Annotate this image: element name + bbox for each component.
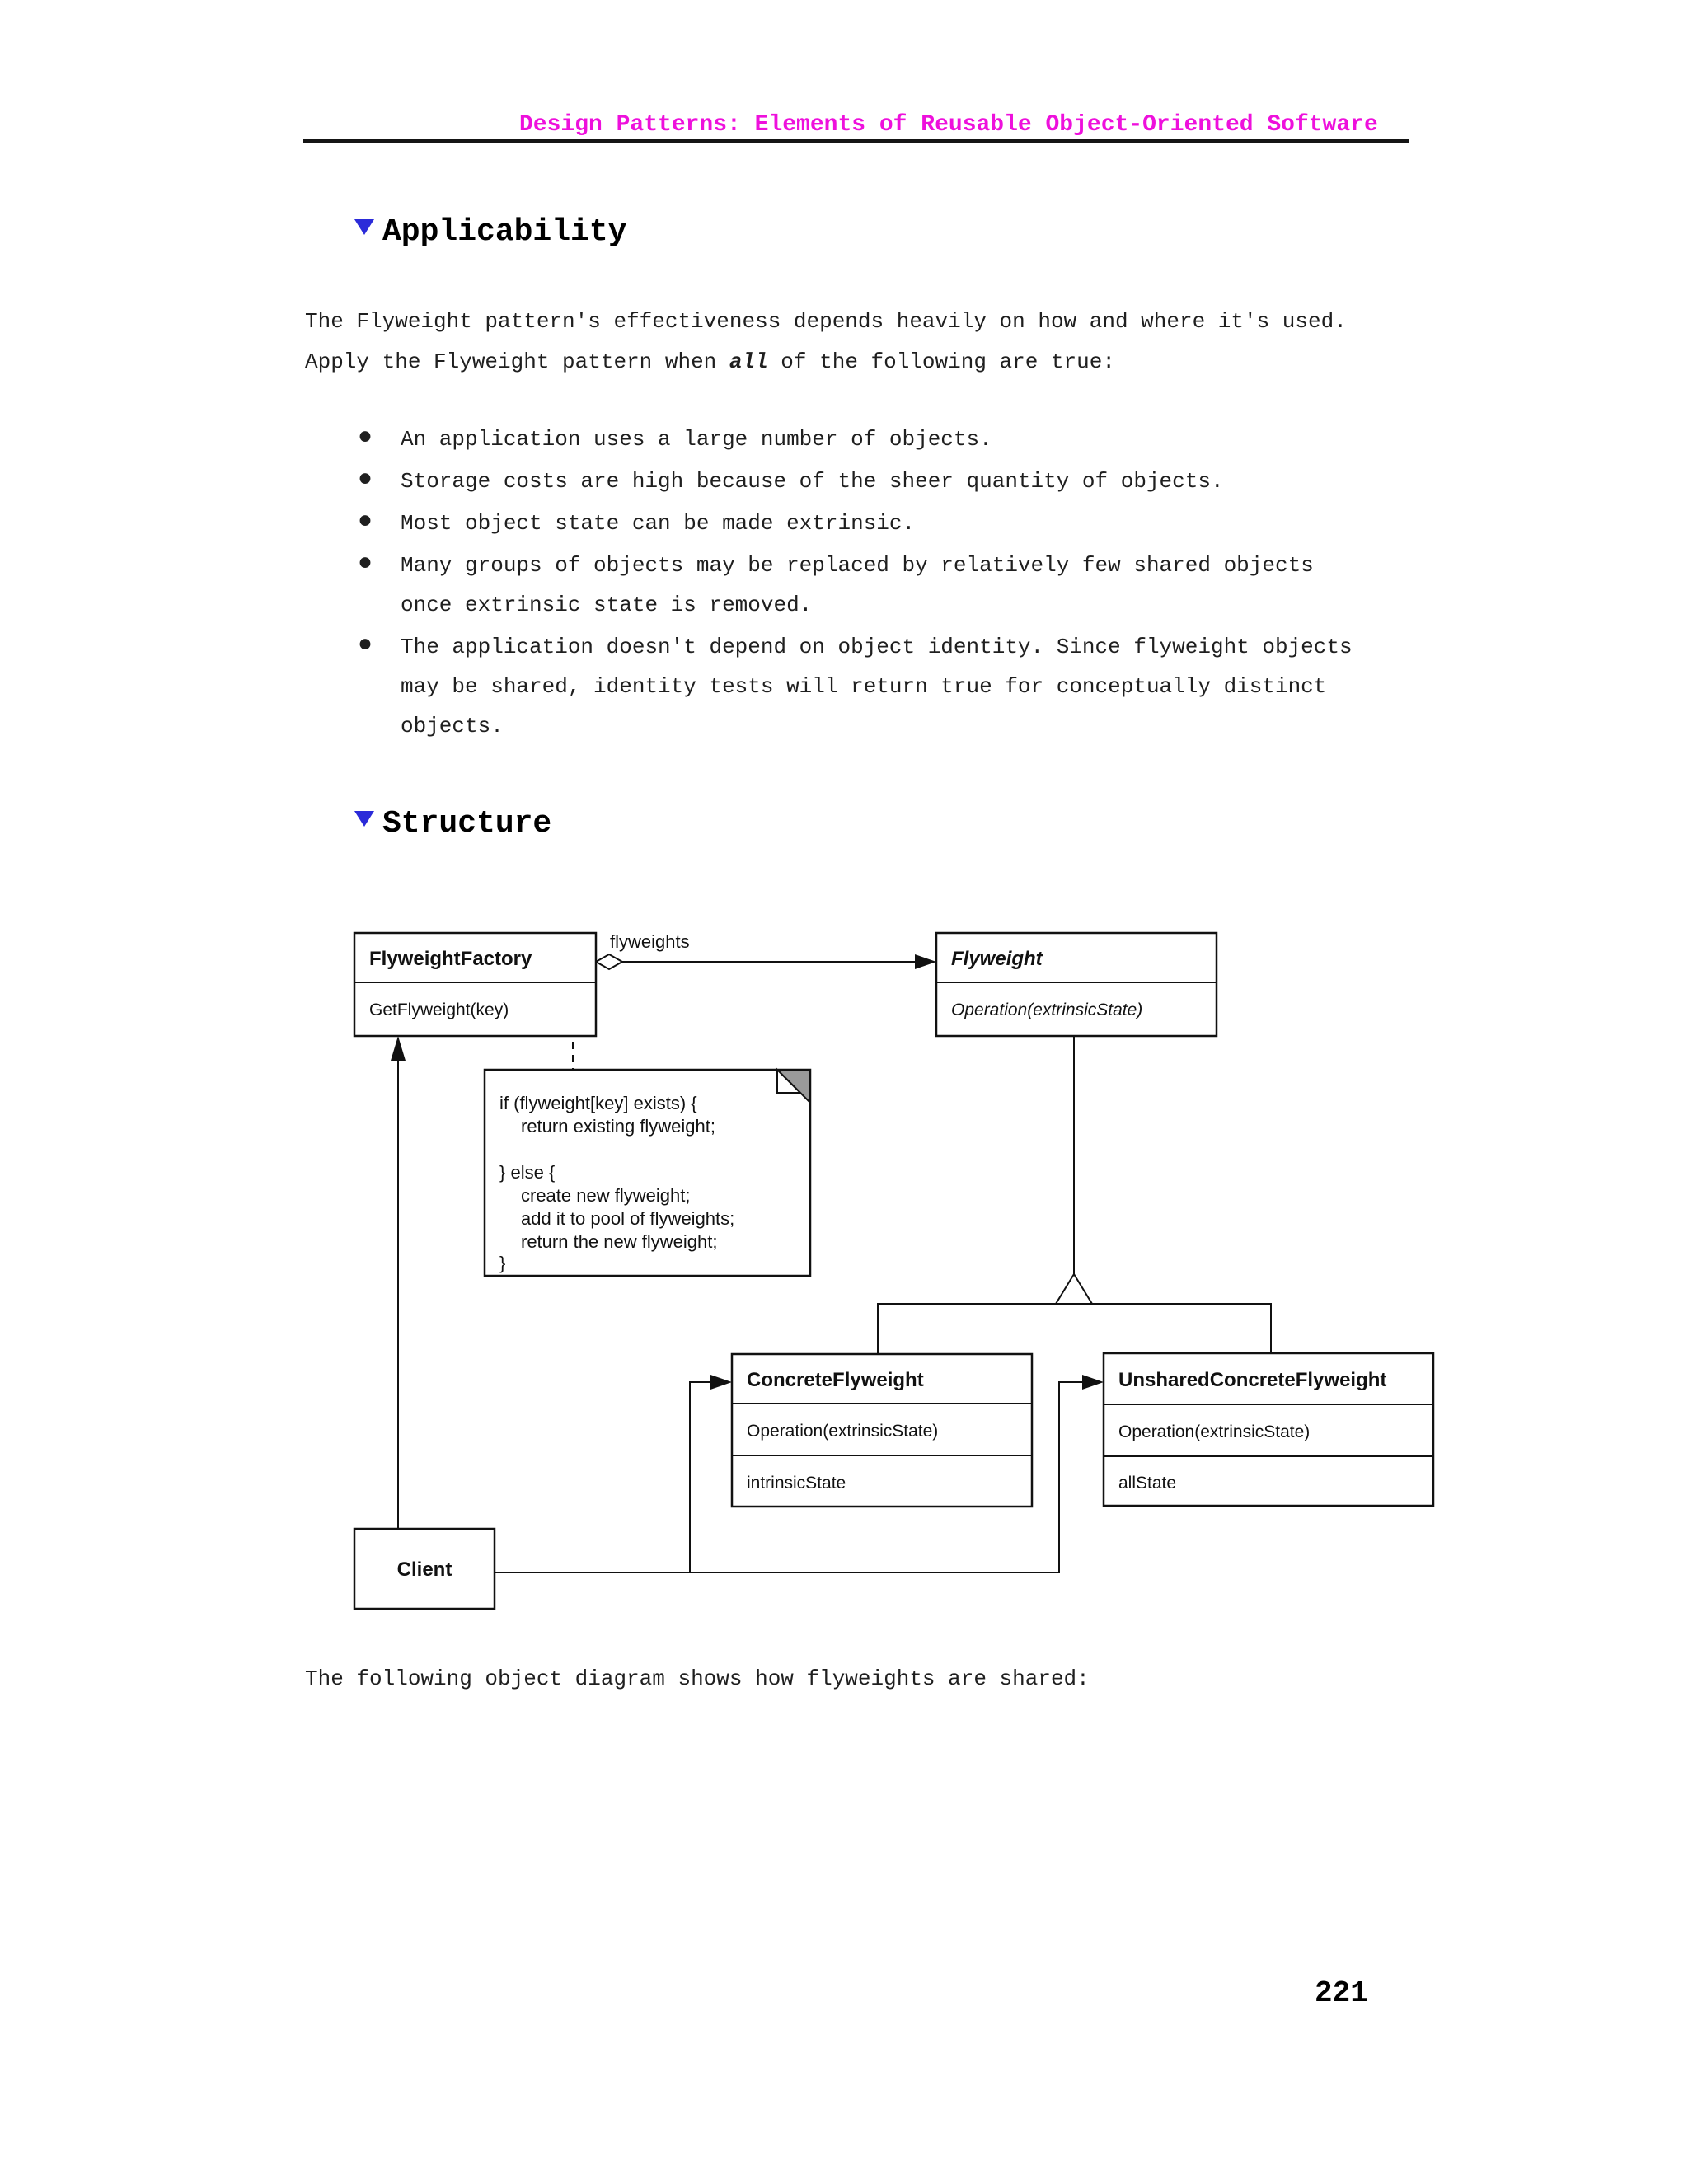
- note-code-line: create new flyweight;: [521, 1185, 690, 1206]
- running-header-title: Design Patterns: Elements of Reusable Ob…: [519, 112, 1378, 138]
- note-code-line: if (flyweight[key] exists) {: [499, 1093, 697, 1113]
- class-method: GetFlyweight(key): [369, 1001, 509, 1019]
- association-label: flyweights: [610, 931, 690, 952]
- note-code-line: } else {: [499, 1162, 555, 1183]
- class-method: Operation(extrinsicState): [747, 1422, 938, 1441]
- structure-class-diagram: Flyweight --> flyweights FlyweightFactor…: [353, 931, 1435, 1610]
- list-item: ●The application doesn't depend on objec…: [356, 627, 1365, 746]
- arrowhead-right-icon: [915, 954, 936, 969]
- aggregation-diamond-icon: [593, 953, 625, 971]
- uml-line-client-concrete: [689, 1381, 726, 1572]
- class-name: FlyweightFactory: [369, 948, 532, 970]
- bullet-icon: ●: [358, 631, 373, 659]
- class-attribute: allState: [1118, 1474, 1176, 1493]
- class-box-flyweight-factory: FlyweightFactory GetFlyweight(key): [353, 931, 598, 1038]
- note-code-line: }: [499, 1253, 505, 1273]
- class-box-flyweight: Flyweight Operation(extrinsicState): [935, 931, 1218, 1038]
- applicability-intro: The Flyweight pattern's effectiveness de…: [305, 302, 1401, 382]
- section-title-structure: Structure: [382, 806, 552, 841]
- bullet-icon: ●: [358, 508, 373, 536]
- class-name: Client: [397, 1558, 452, 1581]
- intro-line-2: Apply the Flyweight pattern when all of …: [305, 349, 1115, 374]
- object-diagram-caption: The following object diagram shows how f…: [305, 1666, 1090, 1691]
- class-name: ConcreteFlyweight: [747, 1369, 924, 1391]
- disclosure-triangle-icon[interactable]: [354, 811, 374, 827]
- header-rule: [303, 139, 1409, 143]
- bullet-icon: ●: [358, 550, 373, 578]
- uml-line-client-unshared: [495, 1381, 1098, 1573]
- note-code-line: add it to pool of flyweights;: [521, 1208, 734, 1229]
- bullet-icon: ●: [358, 466, 373, 494]
- code-note: if (flyweight[key] exists) { return exis…: [483, 1067, 812, 1277]
- bullet-icon: ●: [358, 424, 373, 452]
- class-box-concrete-flyweight: ConcreteFlyweight Operation(extrinsicSta…: [730, 1352, 1034, 1508]
- list-item: ●Most object state can be made extrinsic…: [356, 504, 1365, 543]
- uml-line-inheritance-branch: [877, 1303, 1272, 1354]
- class-method: Operation(extrinsicState): [951, 1001, 1142, 1019]
- class-name: Flyweight: [951, 948, 1043, 970]
- arrowhead-up-icon: [391, 1036, 406, 1061]
- class-box-unshared-concrete-flyweight: UnsharedConcreteFlyweight Operation(extr…: [1102, 1352, 1435, 1507]
- emphasis-all: all: [729, 349, 768, 374]
- class-name: UnsharedConcreteFlyweight: [1118, 1369, 1386, 1391]
- list-item: ●An application uses a large number of o…: [356, 419, 1365, 459]
- section-title-applicability: Applicability: [382, 214, 627, 250]
- inheritance-triangle-icon: [1054, 1272, 1094, 1305]
- class-attribute: intrinsicState: [747, 1474, 846, 1493]
- intro-line-1: The Flyweight pattern's effectiveness de…: [305, 309, 1347, 334]
- class-method: Operation(extrinsicState): [1118, 1422, 1310, 1441]
- list-item: ●Many groups of objects may be replaced …: [356, 546, 1365, 625]
- note-code-line: return the new flyweight;: [521, 1231, 717, 1252]
- note-fold-flap-icon: [776, 1067, 803, 1094]
- arrowhead-right-icon: [710, 1375, 732, 1390]
- note-code-line: return existing flyweight;: [521, 1116, 715, 1137]
- class-box-client: Client: [353, 1527, 496, 1610]
- disclosure-triangle-icon[interactable]: [354, 219, 374, 235]
- page-number: 221: [1315, 1976, 1368, 2010]
- list-item: ●Storage costs are high because of the s…: [356, 462, 1365, 501]
- arrowhead-right-icon: [1082, 1375, 1104, 1390]
- applicability-bullet-list: ●An application uses a large number of o…: [356, 419, 1365, 748]
